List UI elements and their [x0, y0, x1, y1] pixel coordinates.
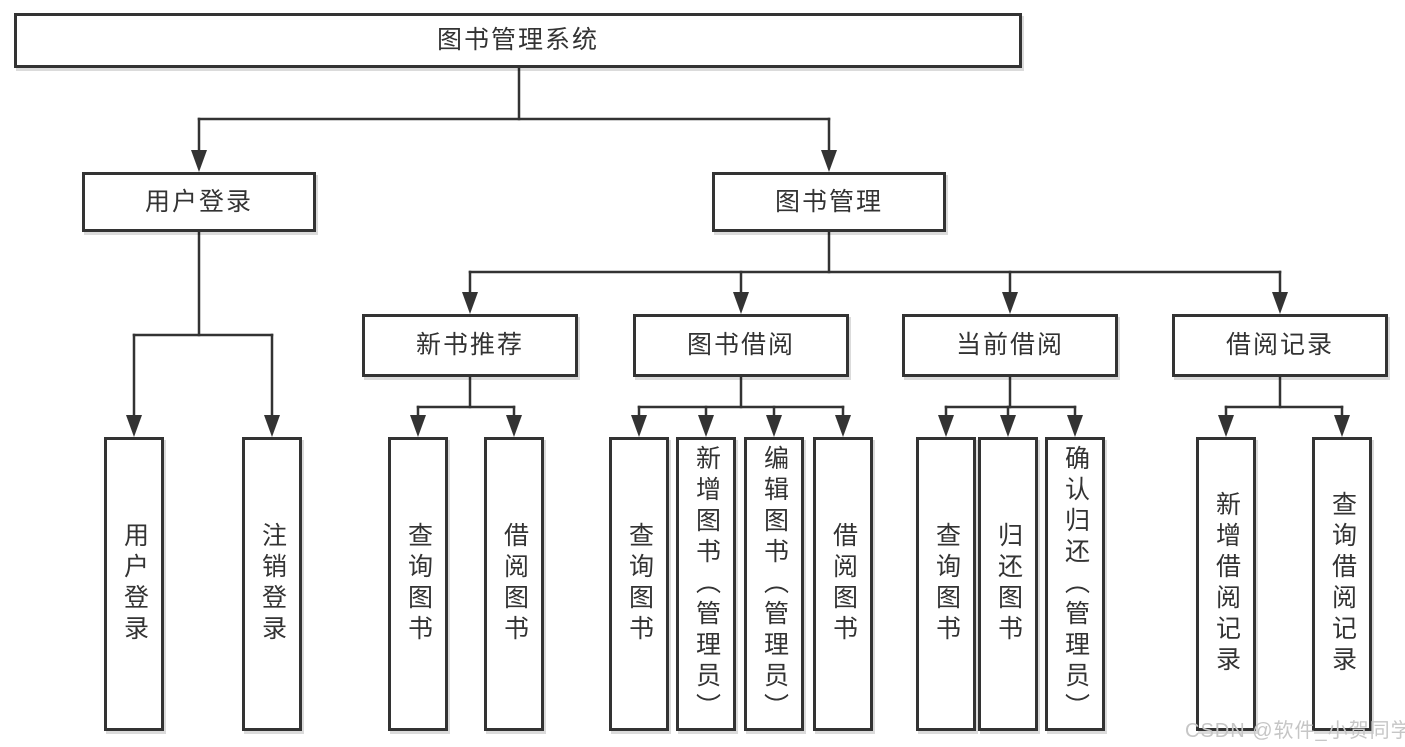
node-leaf-return-book: 归还图书	[978, 437, 1038, 731]
arrowhead-down-icon	[1218, 415, 1234, 437]
node-leaf-query-book-1: 查询图书	[388, 437, 448, 731]
node-leaf-user-login: 用户登录	[104, 437, 164, 731]
arrowhead-down-icon	[766, 415, 782, 437]
arrowhead-down-icon	[733, 292, 749, 314]
arrowhead-down-icon	[462, 292, 478, 314]
connector-records-to-leaves	[1218, 375, 1350, 437]
arrowhead-down-icon	[506, 415, 522, 437]
arrowhead-down-icon	[1334, 415, 1350, 437]
connector-user-login-to-leaves	[126, 230, 280, 437]
arrowhead-down-icon	[1000, 415, 1016, 437]
arrowhead-down-icon	[1272, 292, 1288, 314]
node-book-borrowing: 图书借阅	[633, 314, 849, 377]
arrowhead-down-icon	[126, 415, 142, 437]
arrowhead-down-icon	[264, 415, 280, 437]
connector-root-to-level2	[191, 66, 837, 172]
node-new-book-recommend: 新书推荐	[362, 314, 578, 377]
node-leaf-edit-book-admin: 编辑图书（管理员）	[744, 437, 804, 731]
node-current-borrowing: 当前借阅	[902, 314, 1118, 377]
arrowhead-down-icon	[835, 415, 851, 437]
node-leaf-query-book-3: 查询图书	[916, 437, 976, 731]
node-leaf-logout: 注销登录	[242, 437, 302, 731]
connector-current-borrow-to-leaves	[938, 375, 1083, 437]
node-leaf-query-book-2: 查询图书	[609, 437, 669, 731]
node-root-system: 图书管理系统	[14, 13, 1022, 68]
node-leaf-add-book-admin: 新增图书（管理员）	[676, 437, 736, 731]
node-book-management-module: 图书管理	[712, 172, 946, 232]
watermark: CSDN @软件_小贺同学	[1185, 720, 1405, 742]
arrowhead-down-icon	[938, 415, 954, 437]
arrowhead-down-icon	[698, 415, 714, 437]
arrowhead-down-icon	[1002, 292, 1018, 314]
connector-book-borrow-to-leaves	[631, 375, 851, 437]
node-leaf-borrow-book-2: 借阅图书	[813, 437, 873, 731]
node-leaf-add-borrow-record: 新增借阅记录	[1196, 437, 1256, 731]
node-user-login-module: 用户登录	[82, 172, 316, 232]
node-leaf-confirm-return: 确认归还（管理员）	[1045, 437, 1105, 731]
connector-book-mgmt-to-level3	[462, 230, 1288, 314]
arrowhead-down-icon	[631, 415, 647, 437]
arrowhead-down-icon	[410, 415, 426, 437]
arrowhead-down-icon	[191, 150, 207, 172]
connector-new-book-to-leaves	[410, 375, 522, 437]
node-leaf-borrow-book-1: 借阅图书	[484, 437, 544, 731]
node-leaf-query-borrow-record: 查询借阅记录	[1312, 437, 1372, 731]
node-borrowing-records: 借阅记录	[1172, 314, 1388, 377]
arrowhead-down-icon	[1067, 415, 1083, 437]
arrowhead-down-icon	[821, 150, 837, 172]
